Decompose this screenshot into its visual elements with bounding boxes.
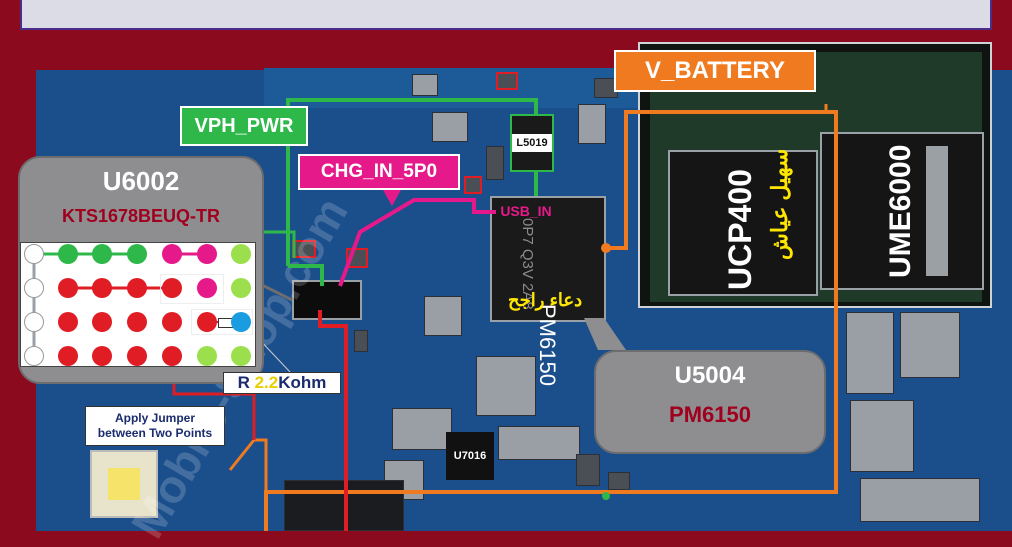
u7016-chip: U7016 (446, 432, 494, 480)
u6002-title: U6002 (102, 166, 180, 196)
top-banner (20, 0, 992, 30)
pin-dot (58, 312, 78, 332)
pin-dot (231, 278, 251, 298)
pin-dot (58, 278, 78, 298)
component (392, 408, 452, 450)
l5019-label: L5019 (512, 134, 552, 152)
pin-dot (58, 346, 78, 366)
pin-dot (162, 346, 182, 366)
pin-dot (127, 278, 147, 298)
ume6000-chip (820, 132, 984, 290)
pin-dot (231, 312, 251, 332)
ume6000-blur (926, 146, 948, 276)
vph-pwr-wire (286, 98, 538, 266)
callout-pointer (584, 318, 626, 350)
component (412, 74, 438, 96)
junction-node (602, 492, 610, 500)
component (578, 104, 606, 144)
component (354, 330, 368, 352)
ucp400-chip (668, 150, 818, 296)
chg-in-label: CHG_IN_5P0 (298, 154, 460, 190)
pm6150-arabic: دعاء راجح (508, 290, 583, 310)
usb-in-label: USB_IN (500, 203, 552, 219)
pin-dot (92, 244, 112, 264)
jumper-wire (318, 310, 348, 531)
component (486, 146, 504, 180)
pin-dot (162, 244, 182, 264)
pin-dot (197, 312, 217, 332)
resistor-label: R 2.2Kohm (223, 372, 341, 394)
pin-dot (127, 244, 147, 264)
resistor-unit: Kohm (278, 373, 327, 392)
pin-dot (58, 244, 78, 264)
pin-dot (197, 346, 217, 366)
pin-dot (127, 312, 147, 332)
pin-dot (24, 244, 44, 264)
jumper-note-line2: between Two Points (97, 426, 213, 440)
resistor-highlight (191, 309, 253, 335)
jumper-note-line1: Apply Jumper (114, 411, 195, 425)
component (498, 426, 580, 460)
component (608, 472, 630, 490)
chg-in-wire (338, 198, 496, 287)
component (432, 112, 468, 142)
pin-dot (127, 346, 147, 366)
resistor-value: 2.2 (254, 373, 279, 392)
pin-dot (231, 346, 251, 366)
led (90, 450, 158, 518)
v-battery-wire (228, 439, 256, 471)
v-battery-label: V_BATTERY (614, 50, 816, 92)
u6002-chip (292, 280, 362, 320)
pin-dot (162, 312, 182, 332)
u5004-subtitle: PM6150 (669, 402, 751, 427)
component (576, 454, 600, 486)
pin-dot (92, 346, 112, 366)
pin-dot (162, 278, 182, 298)
pin-dot (231, 244, 251, 264)
pm6150-chip (490, 196, 606, 322)
pin-grid-highlight (160, 274, 224, 304)
led-lens (108, 468, 140, 500)
u5004-title: U5004 (674, 362, 746, 389)
component (464, 176, 482, 194)
u5004-callout: U5004 PM6150 (594, 350, 826, 454)
component (860, 478, 980, 522)
component (496, 72, 518, 90)
component (900, 312, 960, 378)
pin-dot (197, 278, 217, 298)
pin-dot (24, 346, 44, 366)
vph-pwr-label: VPH_PWR (180, 106, 308, 146)
pin-dot (24, 312, 44, 332)
pin-dot (197, 244, 217, 264)
pin-dot (92, 312, 112, 332)
v-battery-node (601, 243, 611, 253)
jumper-note: Apply Jumper between Two Points (85, 406, 225, 446)
pin-dot (92, 278, 112, 298)
chg-in-arrow (382, 188, 402, 206)
vph-pwr-wire (288, 264, 324, 286)
v-battery-wire (254, 438, 268, 492)
component (850, 400, 914, 472)
resistor-prefix: R (237, 373, 255, 392)
pin-grid-lines (32, 252, 242, 356)
component (846, 312, 894, 394)
pin-dot (24, 278, 44, 298)
component (424, 296, 462, 336)
u6002-subtitle: KTS1678BEUQ-TR (61, 206, 221, 226)
component (476, 356, 536, 416)
